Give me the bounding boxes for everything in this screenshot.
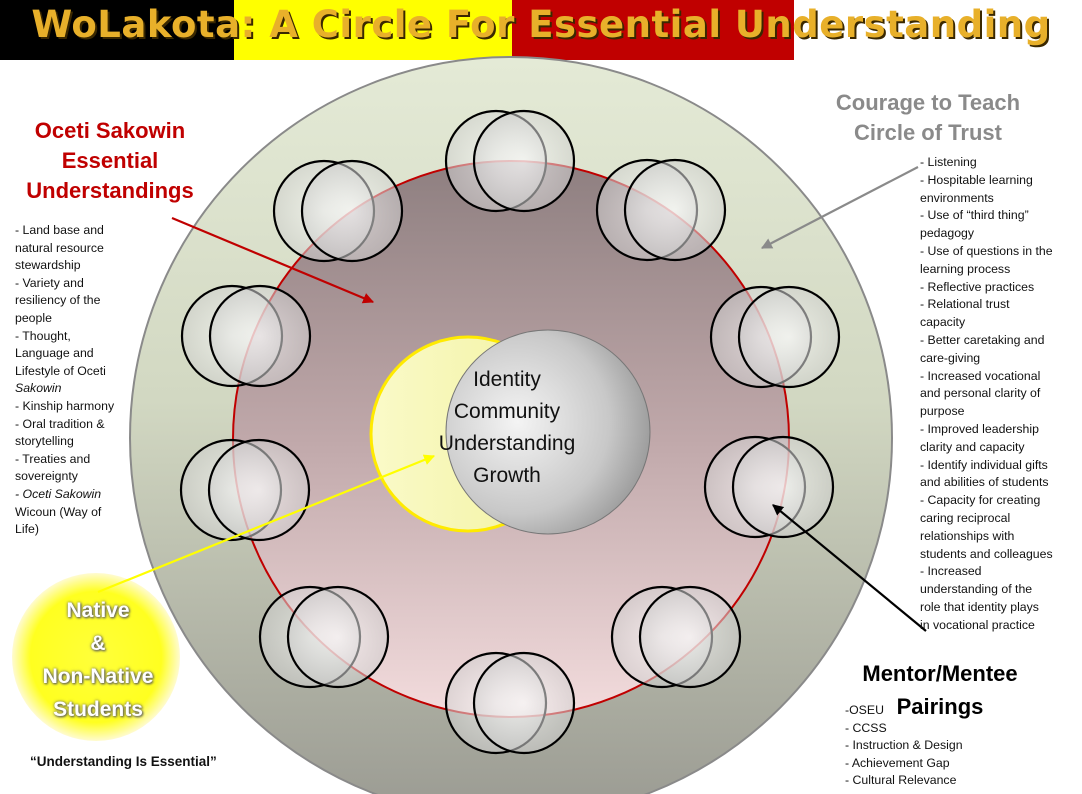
courage-heading-line: Courage to Teach [835,90,1021,115]
mentor-item: - CCSS [845,720,887,735]
oceti-item: - Land base and [15,223,104,237]
pairing-pair-right-upper [709,285,841,389]
oceti-item: Language and [15,346,94,361]
oceti-item: - Oral tradition & [15,416,105,431]
courage-heading-line: Circle of Trust [854,120,1002,145]
oceti-item: - Treaties and [15,451,91,466]
title-band-yellow [234,0,512,60]
courage-item: - Capacity for creating [920,493,1041,508]
mentor-heading-line: Pairings [896,694,984,719]
courage-item: - Listening [920,155,977,169]
courage-item: - Better caretaking and [920,332,1045,347]
students-arrow [97,454,436,594]
oceti-item: Life) [15,522,39,537]
courage-item: - Increased vocational [920,368,1041,383]
oceti-item: Lifestyle of Oceti [15,363,106,378]
title-band-black [0,0,234,60]
courage-item: and abilities of students [920,475,1049,490]
courage-list: - Listening - Hospitable learning enviro… [920,154,1076,635]
courage-item: students and colleagues [920,546,1053,561]
courage-item: purpose [920,404,965,419]
students-label: Native & Non-Native Students [18,594,178,726]
courage-item: in vocational practice [920,617,1035,632]
courage-item: role that identity plays [920,599,1039,614]
oceti-item: natural resource [15,240,104,255]
courage-heading: Courage to Teach Circle of Trust [818,88,1038,148]
courage-item: capacity [920,315,966,330]
mentor-list: -OSEU - CCSS - Instruction & Design - Ac… [845,702,1025,790]
students-line: Native [66,599,130,622]
center-values: Identity Community Understanding Growth [412,364,602,492]
courage-item: relationships with [920,528,1015,543]
courage-arrow [761,166,919,249]
pairing-pair-right-lower [703,435,835,539]
oceti-item: storytelling [15,434,74,449]
mentor-item: - Achievement Gap [845,755,950,770]
students-circle [12,573,180,741]
courage-item: - Improved leadership [920,421,1039,436]
courage-item: clarity and capacity [920,439,1025,454]
oceti-item: - Oceti Sakowin [15,486,102,501]
mentor-item: - Instruction & Design [845,738,963,753]
pairing-pair-bottom-right [610,585,742,689]
mentor-heading-line: Mentor/Mentee [862,661,1018,686]
oceti-item: - Variety and [15,275,84,290]
mentor-item: -OSEU [845,703,884,717]
pairing-pair-top [444,109,576,213]
oceti-heading-line: Essential [61,148,159,173]
oceti-item: resiliency of the [15,293,101,308]
pairing-pair-left-lower [179,438,311,542]
slide-title: WoLakota: A Circle For Essential Underst… [31,3,1051,46]
motto-text: “Understanding Is Essential” [30,754,217,769]
students-line: & [90,632,106,655]
oceti-heading-line: Oceti Sakowin [34,118,186,143]
courage-item: - Relational trust [920,297,1010,312]
courage-item: caring reciprocal [920,510,1011,525]
courage-item: - Use of “third thing” [920,208,1029,223]
oceti-heading-line: Understandings [26,178,194,203]
courage-item: pedagogy [920,226,975,241]
oceti-heading: Oceti Sakowin Essential Understandings [0,116,220,206]
pairing-pair-bottom [444,651,576,755]
pairing-pair-left-upper [180,284,312,388]
courage-item: environments [920,190,994,205]
oceti-item: - Kinship harmony [15,398,115,413]
center-grey-circle [445,329,651,535]
title-band-white [794,0,1082,60]
mentor-arrow [772,504,927,632]
mentor-item: - Cultural Relevance [845,773,957,788]
courage-item: - Hospitable learning [920,172,1033,187]
students-line: Non-Native [42,665,154,688]
pairing-circles [179,109,841,755]
pairing-pair-top-left [272,159,404,263]
courage-item: understanding of the [920,582,1033,597]
center-value: Understanding [438,432,576,455]
courage-item: care-giving [920,350,981,365]
title-band-red [512,0,794,60]
courage-item: - Increased [920,564,982,579]
oceti-item: Sakowin [15,381,62,396]
title-bar: WoLakota: A Circle For Essential Underst… [0,0,1082,60]
oceti-list: - Land base and natural resource steward… [15,222,135,539]
pairing-pair-bottom-left [258,585,390,689]
oceti-arrow [171,216,375,304]
pairing-pair-top-right [595,158,727,262]
center-value: Community [453,400,561,423]
mentor-heading: Mentor/Mentee Pairings [840,657,1040,723]
students-line: Students [53,698,143,721]
oceti-item: stewardship [15,258,81,273]
oceti-item: people [15,310,52,325]
courage-item: - Reflective practices [920,279,1035,294]
oceti-item: - Thought, [15,328,71,343]
oceti-item: Wicoun (Way of [15,504,102,519]
oceti-item: sovereignty [15,469,78,484]
center-value: Growth [473,464,541,487]
courage-item: and personal clarity of [920,386,1041,401]
courage-item: learning process [920,261,1011,276]
courage-item: - Identify individual gifts [920,457,1048,472]
center-value: Identity [473,368,541,391]
courage-item: - Use of questions in the [920,243,1053,258]
